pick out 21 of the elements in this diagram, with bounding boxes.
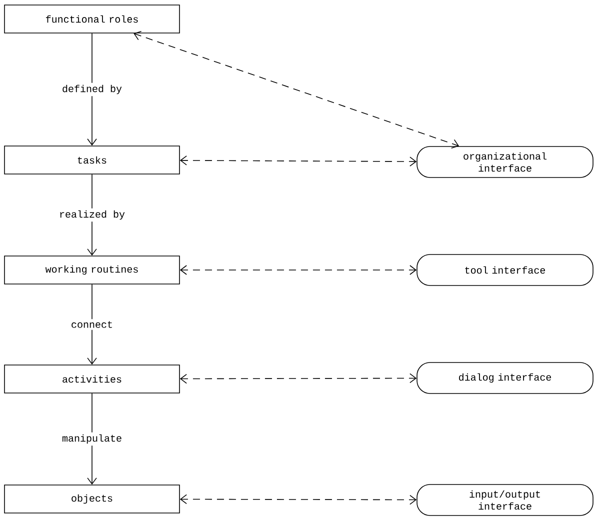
- arrow: [87, 33, 97, 146]
- interface-box: input/output interface: [416, 484, 594, 516]
- interface-box: tool interface: [416, 254, 594, 286]
- dashed-arrow: [180, 156, 417, 166]
- interface-box: organizational interface: [416, 146, 594, 178]
- dashed-arrow: [134, 30, 460, 149]
- dashed-arrow: [180, 494, 417, 505]
- dashed-arrow: [180, 265, 417, 275]
- arrow: [87, 284, 97, 365]
- process-box: functional roles: [4, 4, 180, 34]
- edge-label: realized by: [57, 208, 127, 222]
- arrow: [87, 393, 97, 485]
- process-box: tasks: [4, 146, 180, 174]
- edge-label: manipulate: [60, 432, 124, 446]
- edge-label: connect: [69, 319, 115, 330]
- process-box: activities: [4, 364, 180, 394]
- process-box: working routines: [4, 256, 180, 284]
- interface-box: dialog interface: [416, 362, 594, 394]
- dashed-arrow: [180, 373, 417, 384]
- process-box: objects: [4, 484, 180, 514]
- edge-label: defined by: [60, 82, 124, 96]
